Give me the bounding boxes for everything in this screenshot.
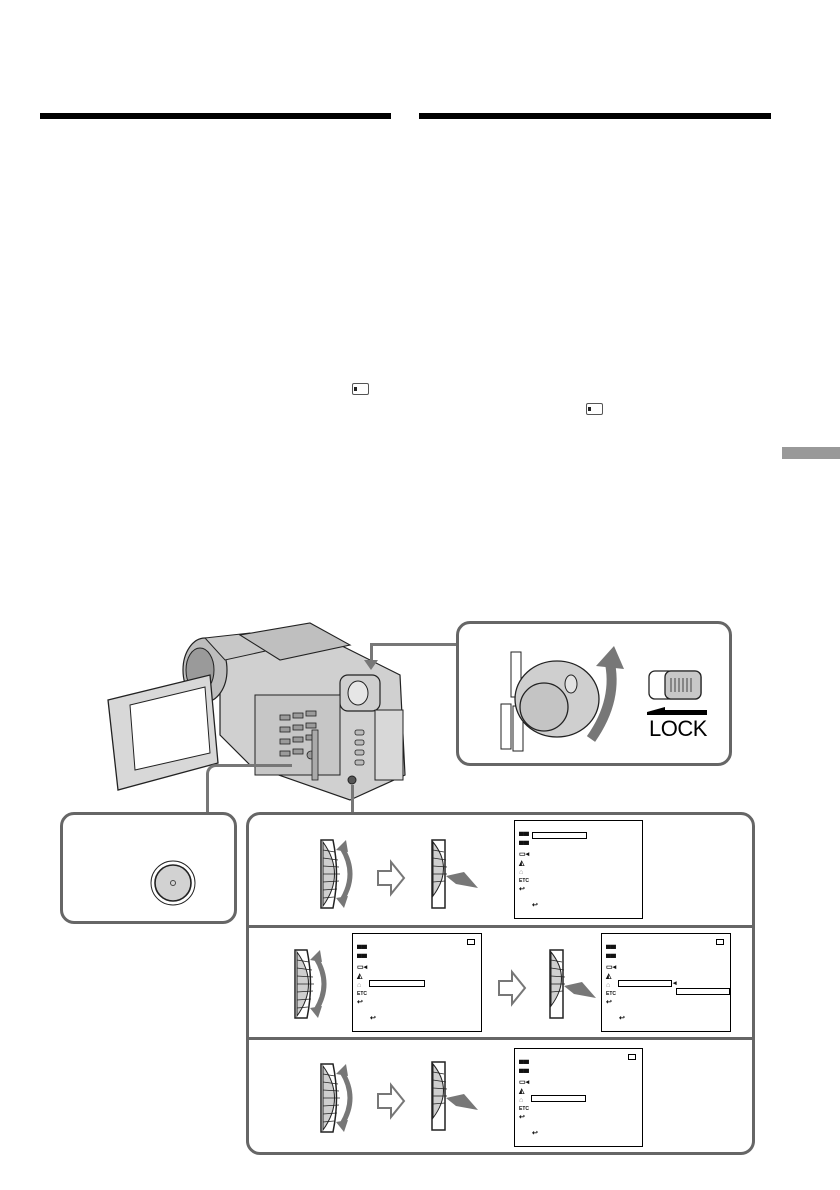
- menu-screen-step2b: ▀▀ ▀▀ ▭◂ ◭ ⌂ ETC ↩ ↩ ◂: [601, 933, 731, 1032]
- return-icon: ↩: [357, 999, 363, 1006]
- tape-set-icon: ⌂: [519, 1097, 524, 1104]
- lcd-vf-set-icon: ◭: [519, 1088, 525, 1095]
- memory-set-icon: ▭◂: [606, 964, 617, 971]
- power-dial-icon: [500, 646, 624, 752]
- submenu-highlight-row: [676, 988, 730, 995]
- menu-screen-step3: ▀▀ ▀▀ ▭◂ ◭ ⌂ ETC ↩ ↩: [514, 1048, 643, 1147]
- camcorder-illustration: [107, 622, 406, 801]
- memory-set-icon: ▭◂: [519, 851, 530, 858]
- lcd-vf-set-icon: ◭: [357, 973, 363, 980]
- lock-label: LOCK: [649, 716, 707, 741]
- etc-label: ETC: [606, 991, 616, 997]
- connector-line-dial: [351, 785, 354, 815]
- memory-card-indicator-icon: [716, 939, 724, 945]
- return-icon: ↩: [519, 886, 525, 893]
- memory-card-icon: [352, 383, 369, 395]
- menu-highlight-row: [531, 1095, 586, 1102]
- return-icon: ↩: [619, 1015, 625, 1022]
- button-panel: [60, 812, 237, 924]
- memory-card-icon: [586, 403, 603, 415]
- next-arrow-icon: [498, 969, 527, 1007]
- menu-screen-step1: ▀▀ ▀▀ ▭◂ ◭ ⌂ ETC ↩ ↩: [514, 820, 643, 919]
- tape-set-icon: ⌂: [519, 869, 524, 876]
- vtr-set-icon: ▀▀: [519, 842, 529, 849]
- step-divider-1: [248, 925, 753, 928]
- dial-turn-icon[interactable]: [292, 948, 332, 1020]
- dial-press-icon[interactable]: [430, 838, 480, 910]
- next-arrow-icon: [377, 1082, 406, 1120]
- return-icon: ↩: [532, 902, 538, 909]
- memory-card-indicator-icon: [628, 1054, 636, 1060]
- menu-highlight-row: [532, 832, 587, 839]
- return-icon: ↩: [370, 1015, 376, 1022]
- camera-set-icon: ▀▀: [357, 946, 367, 953]
- power-switch-panel: LOCK: [456, 621, 732, 766]
- memory-set-icon: ▭◂: [357, 964, 368, 971]
- right-column-header-rule: [419, 113, 771, 119]
- dial-turn-icon[interactable]: [318, 838, 358, 910]
- memory-card-indicator-icon: [467, 939, 475, 945]
- lcd-vf-set-icon: ◭: [606, 973, 612, 980]
- tape-set-icon: ⌂: [606, 982, 611, 989]
- connector-line-button: [206, 764, 292, 814]
- submenu-pointer-icon: ◂: [673, 980, 677, 987]
- connector-arrowhead: [364, 660, 378, 670]
- lcd-vf-set-icon: ◭: [519, 860, 525, 867]
- vtr-set-icon: ▀▀: [357, 955, 367, 962]
- lock-switch-icon[interactable]: [647, 669, 707, 704]
- dial-turn-icon[interactable]: [318, 1062, 358, 1134]
- return-icon: ↩: [606, 999, 612, 1006]
- round-button-icon[interactable]: [149, 859, 197, 907]
- camera-set-icon: ▀▀: [606, 946, 616, 953]
- connector-line-power: [370, 643, 462, 663]
- dial-press-icon[interactable]: [430, 1060, 480, 1132]
- return-icon: ↩: [519, 1114, 525, 1121]
- section-side-tab: [782, 447, 840, 459]
- return-icon: ↩: [532, 1130, 538, 1137]
- left-column-header-rule: [40, 113, 391, 119]
- next-arrow-icon: [377, 859, 406, 897]
- tape-set-icon: ⌂: [357, 982, 362, 989]
- dial-press-icon[interactable]: [548, 948, 598, 1020]
- menu-highlight-row: [618, 980, 672, 987]
- menu-screen-step2a: ▀▀ ▀▀ ▭◂ ◭ ⌂ ETC ↩ ↩: [352, 933, 482, 1032]
- etc-label: ETC: [519, 878, 529, 884]
- menu-highlight-row: [369, 980, 425, 987]
- camera-set-icon: ▀▀: [519, 1061, 529, 1068]
- etc-label: ETC: [357, 991, 367, 997]
- vtr-set-icon: ▀▀: [606, 955, 616, 962]
- camera-set-icon: ▀▀: [519, 833, 529, 840]
- vtr-set-icon: ▀▀: [519, 1070, 529, 1077]
- etc-label: ETC: [519, 1106, 529, 1112]
- step-divider-2: [248, 1037, 753, 1040]
- memory-set-icon: ▭◂: [519, 1079, 530, 1086]
- lock-direction-arrow-icon: [647, 707, 707, 715]
